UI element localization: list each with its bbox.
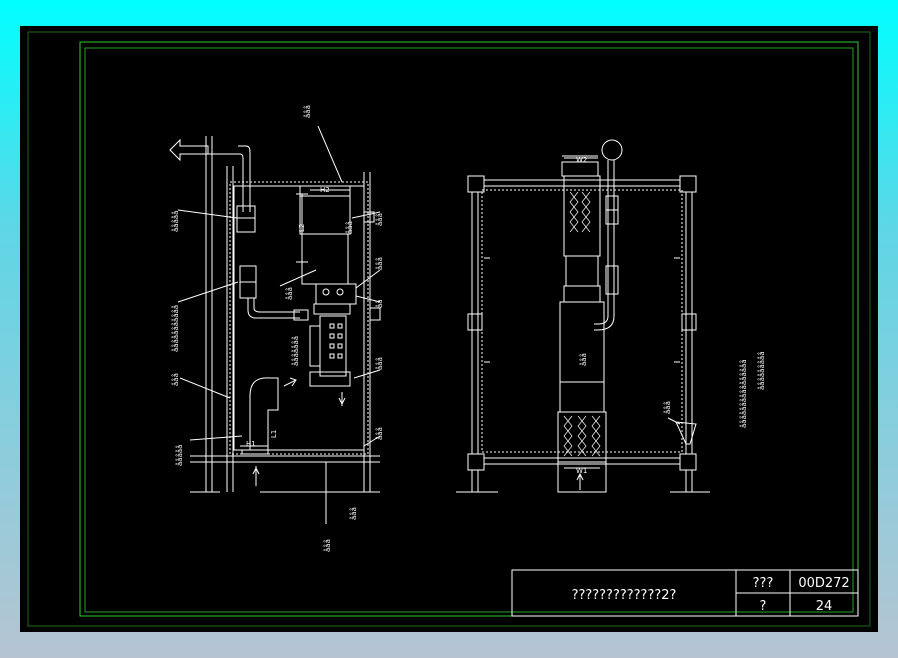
cad-drawing: ååå ååååå ååååååååååå ååå ååååå ååå ååå … [27, 31, 871, 627]
page-number: 24 [816, 599, 833, 614]
dim-w1: W1 [576, 467, 587, 475]
label-bottom-2: ååå [323, 539, 332, 552]
title-block [511, 569, 859, 617]
drawing-title: ?????????????2? [572, 588, 677, 603]
label-center-right: ååå [579, 353, 588, 366]
label-right-1: ååå [375, 213, 384, 226]
left-section-view [169, 125, 381, 524]
label-top: ååå [303, 105, 312, 118]
note-line-1: åååååååååååååååå [739, 359, 748, 428]
label-center: ååå [345, 221, 354, 234]
label-right-4: ååå [375, 357, 384, 370]
label-drain: ååå [663, 401, 672, 414]
note-line-2: ååååååååå [757, 351, 766, 390]
title-block-label-top: ??? [753, 576, 774, 591]
right-section-view [456, 139, 710, 493]
label-mid: ååååååå [291, 336, 300, 366]
outer-border [27, 31, 871, 627]
label-left-1: ååååå [171, 211, 180, 232]
label-right-5: ååå [375, 427, 384, 440]
label-unit: ååå [285, 287, 294, 300]
label-bottom-1: ååå [349, 507, 358, 520]
label-right-3: åå [375, 299, 384, 308]
inner-border [79, 41, 859, 617]
label-left-2: ååååååååååå [171, 305, 180, 352]
dim-l1: L1 [270, 430, 278, 438]
label-left-4: ååååå [175, 445, 184, 466]
label-right-2: ååå [375, 257, 384, 270]
dim-h2: H2 [320, 186, 330, 194]
title-block-label-bottom: ? [760, 599, 767, 614]
dim-l2: L2 [298, 224, 306, 232]
drawing-frame: ååå ååååå ååååååååååå ååå ååååå ååå ååå … [20, 26, 878, 632]
dim-w2: W2 [576, 156, 587, 164]
dim-h1: H1 [246, 440, 256, 448]
drawing-number: 00D272 [798, 576, 849, 591]
inner-border-2 [84, 47, 854, 613]
label-left-3: ååå [171, 373, 180, 386]
